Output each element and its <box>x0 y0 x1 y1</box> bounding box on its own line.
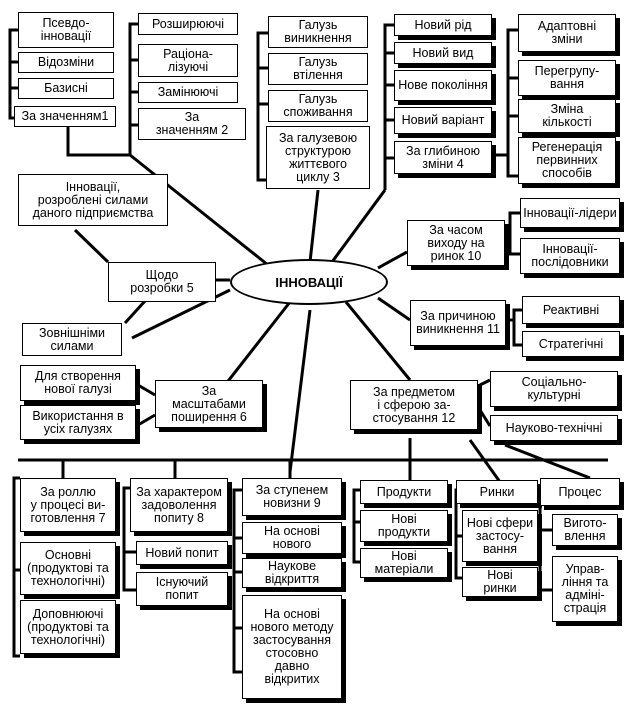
new-application-areas-box: Нові сфери застосу- вання <box>462 510 538 562</box>
new-markets-box: Нові ринки <box>462 567 538 597</box>
basic-box: Базисні <box>18 78 114 99</box>
reactive-box: Реактивні <box>522 296 620 324</box>
new-products-box: Нові продукти <box>360 510 448 542</box>
rationalizing-box: Раціона- лізуючі <box>138 44 238 77</box>
quantity-change-box: Зміна кількості <box>518 99 616 133</box>
new-materials-box: Нові матеріали <box>360 548 448 578</box>
replacing-box: Замінюючі <box>138 82 238 103</box>
external-forces-box: Зовнішніми силами <box>22 323 122 356</box>
scientific-technical-box: Науково-технічні <box>490 415 618 441</box>
follower-innovations-box: Інновації- послідовники <box>520 238 620 274</box>
new-industry-box: Для створення нової галузі <box>20 365 136 401</box>
markets-box: Ринки <box>456 480 538 504</box>
main-innovations-box: Основні (продуктові та технологічні) <box>20 542 116 595</box>
products-box: Продукти <box>360 480 448 504</box>
new-species-box: Новий вид <box>394 42 492 64</box>
scientific-discovery-box: Наукове відкриття <box>242 558 342 588</box>
new-variant-box: Новий варіант <box>394 107 492 134</box>
by-role-box: За роллю у процесі ви- готовлення 7 <box>20 478 116 532</box>
by-development-box: Щодо розробки 5 <box>108 262 216 302</box>
internal-development-box: Інновації, розроблені силами даного підп… <box>18 174 168 226</box>
by-cause-box: За причиною виникнення 11 <box>410 300 506 346</box>
new-demand-box: Новий попит <box>136 541 228 565</box>
regrouping-box: Перегрупу- вання <box>518 60 616 96</box>
by-subject-box: За предметом і сферою за- стосування 12 <box>350 380 478 430</box>
by-scale-box: За масштабами поширення 6 <box>155 380 263 428</box>
by-depth-box: За глибиною зміни 4 <box>394 141 492 174</box>
new-method-box: На основі нового методу застосування сто… <box>242 595 342 699</box>
by-industry-lifecycle-box: За галузевою структурою життєвого циклу … <box>266 126 370 189</box>
supplementary-innovations-box: Доповнюючі (продуктові та технологічні) <box>20 600 116 654</box>
adaptive-changes-box: Адаптовні зміни <box>518 14 616 52</box>
leader-innovations-box: Інновації-лідери <box>520 198 620 228</box>
expanding-box: Розширюючі <box>138 13 238 35</box>
industry-embodiment-box: Галузь втілення <box>268 53 368 85</box>
modifications-box: Відозміни <box>18 52 114 73</box>
new-generation-box: Нове покоління <box>394 70 492 101</box>
all-industries-box: Використання в усіх галузях <box>20 405 136 440</box>
manufacturing-box: Вигото- влення <box>552 514 618 546</box>
industry-origin-box: Галузь виникнення <box>268 16 368 48</box>
socio-cultural-box: Соціально- культурні <box>490 371 618 407</box>
management-box: Управ- ління та адміні- страція <box>552 556 618 622</box>
by-value-2-box: За значенням 2 <box>138 108 246 140</box>
center-node: ІННОВАЦІЇ <box>230 259 388 305</box>
pseudo-innovations-box: Псевдо- інновації <box>18 12 114 48</box>
based-on-new-box: На основі нового <box>242 522 342 554</box>
by-novelty-box: За ступенем новизни 9 <box>242 478 342 516</box>
new-genus-box: Новий рід <box>394 14 492 36</box>
by-value-1-box: За значенням1 <box>14 106 116 127</box>
strategic-box: Стратегічні <box>522 331 620 357</box>
existing-demand-box: Існуючий попит <box>136 572 228 606</box>
process-box: Процес <box>540 478 620 506</box>
regeneration-box: Регенерація первинних способів <box>518 137 616 184</box>
by-market-time-box: За часом виходу на ринок 10 <box>407 220 505 266</box>
by-demand-box: За характером задоволення попиту 8 <box>130 478 228 532</box>
industry-consumption-box: Галузь споживання <box>268 90 368 122</box>
